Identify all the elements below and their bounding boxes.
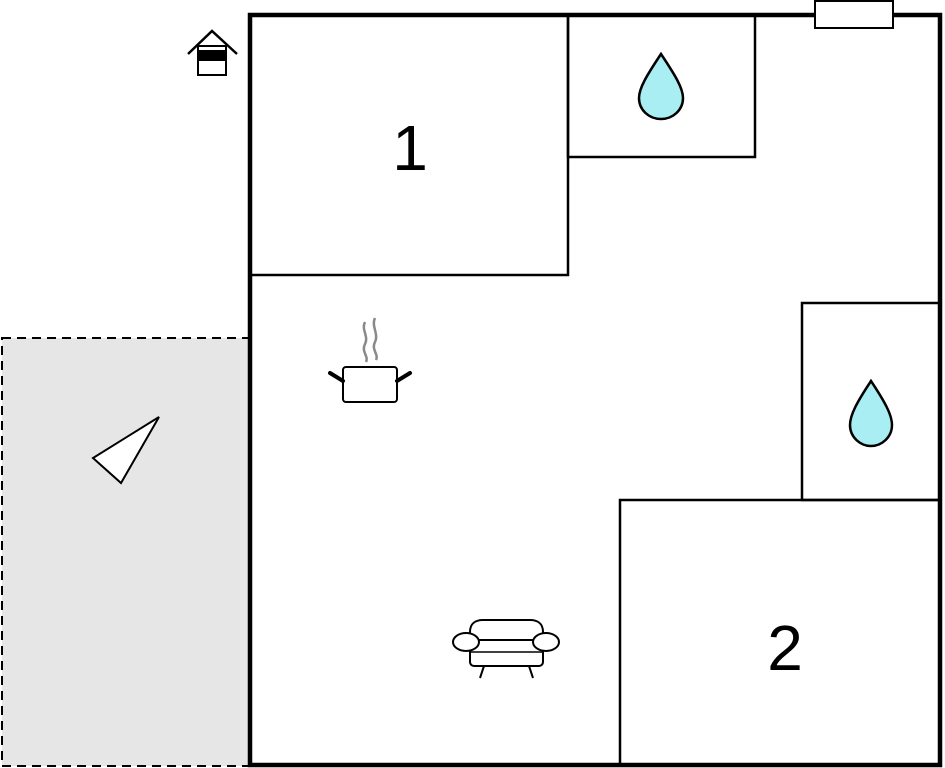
water-drop-icon: [637, 51, 685, 121]
water-drop-icon: [848, 378, 894, 448]
bedroom-2: 2: [618, 498, 942, 767]
bedroom-2-label: 2: [767, 612, 803, 684]
bedroom-1-label: 1: [392, 112, 428, 184]
terrace-area: [1, 337, 251, 767]
cooking-pot-icon: [328, 317, 412, 403]
viewing-direction-icon: [91, 416, 160, 485]
window-icon: [814, 0, 894, 29]
sofa-icon: [452, 619, 560, 679]
house-entrance-icon: [187, 29, 238, 76]
bathroom-top: [566, 13, 757, 159]
